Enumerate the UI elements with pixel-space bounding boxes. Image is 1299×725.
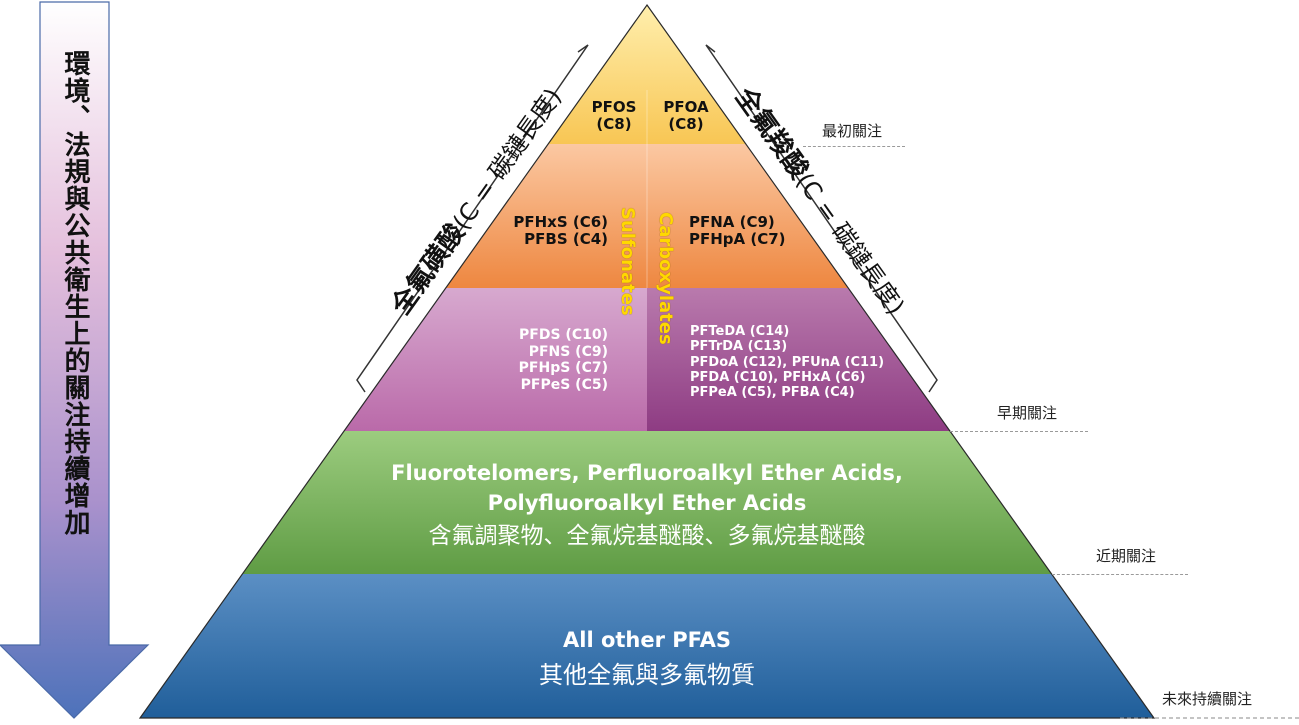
- tier5-text: All other PFAS 其他全氟與多氟物質: [347, 624, 947, 694]
- tier3-left-line2: PFNS (C9): [528, 343, 608, 360]
- tier3-left-line1: PFDS (C10): [519, 327, 608, 343]
- tier3-right-line5: PFPeA (C5), PFBA (C4): [690, 385, 855, 401]
- tier3-left-line3: PFHpS (C7): [518, 360, 608, 377]
- dash-initial: [803, 146, 905, 147]
- tier3-right-line3: PFDoA (C12), PFUnA (C11): [690, 354, 885, 370]
- tier1-right-line2: (C8): [668, 115, 704, 134]
- tier3-left: PFDS (C10) PFNS (C9) PFHpS (C7) PFPeS (C…: [488, 327, 608, 393]
- tier2-right-line1: PFNA (C9): [689, 213, 775, 231]
- tier3-right-line1: PFTeDA (C14): [690, 324, 790, 339]
- tier4-line1: Fluorotelomers, Perfluoroalkyl Ether Aci…: [391, 461, 903, 485]
- tier4-zh: 含氟調聚物、全氟烷基醚酸、多氟烷基醚酸: [428, 523, 866, 549]
- tier2-left: PFHxS (C6) PFBS (C4): [496, 213, 608, 249]
- tier3-left-line4: PFPeS (C5): [520, 376, 608, 393]
- concern-arrow: [0, 1, 150, 719]
- tier-top: [140, 5, 1154, 144]
- dash-early: [950, 431, 1088, 432]
- tier2-right-line2: PFHpA (C7): [689, 230, 786, 249]
- tier3-right-line4: PFDA (C10), PFHxA (C6): [690, 369, 866, 385]
- tier4-line2: Polyfluoroalkyl Ether Acids: [487, 491, 807, 515]
- tier5-en: All other PFAS: [563, 628, 731, 652]
- right-bracket: [705, 44, 938, 393]
- side-label-early: 早期關注: [997, 404, 1058, 422]
- tier1-left-line1: PFOS: [591, 98, 637, 116]
- tier5-zh: 其他全氟與多氟物質: [539, 661, 755, 689]
- arrow-label: 環境、法規與公共衛生上的關注持續增加: [60, 50, 90, 536]
- tier-second: [140, 144, 1154, 288]
- side-label-initial: 最初關注: [822, 122, 883, 140]
- tier2-right: PFNA (C9) PFHpA (C7): [689, 213, 786, 249]
- side-label-future: 未來持續關注: [1162, 690, 1253, 708]
- tier1-right-line1: PFOA: [663, 98, 709, 116]
- tier1-right: PFOA (C8): [655, 98, 717, 134]
- carboxylates-label: Carboxylates: [655, 212, 676, 345]
- pyramid-outline: [138, 3, 1156, 719]
- tier3-right-line2: PFTrDA (C13): [690, 339, 788, 355]
- tier3-right: PFTeDA (C14) PFTrDA (C13) PFDoA (C12), P…: [690, 324, 884, 401]
- tier4-text: Fluorotelomers, Perfluoroalkyl Ether Aci…: [297, 458, 997, 554]
- side-label-recent: 近期關注: [1096, 547, 1157, 565]
- tier1-left: PFOS (C8): [583, 98, 645, 134]
- tier2-left-line2: PFBS (C4): [524, 230, 608, 249]
- tier1-left-line2: (C8): [596, 115, 632, 134]
- left-bracket: [356, 44, 589, 393]
- sulfonates-label: Sulfonates: [617, 207, 638, 316]
- dash-recent: [1052, 574, 1188, 575]
- tier2-left-line1: PFHxS (C6): [513, 213, 608, 231]
- tier-fifth: [140, 574, 1154, 718]
